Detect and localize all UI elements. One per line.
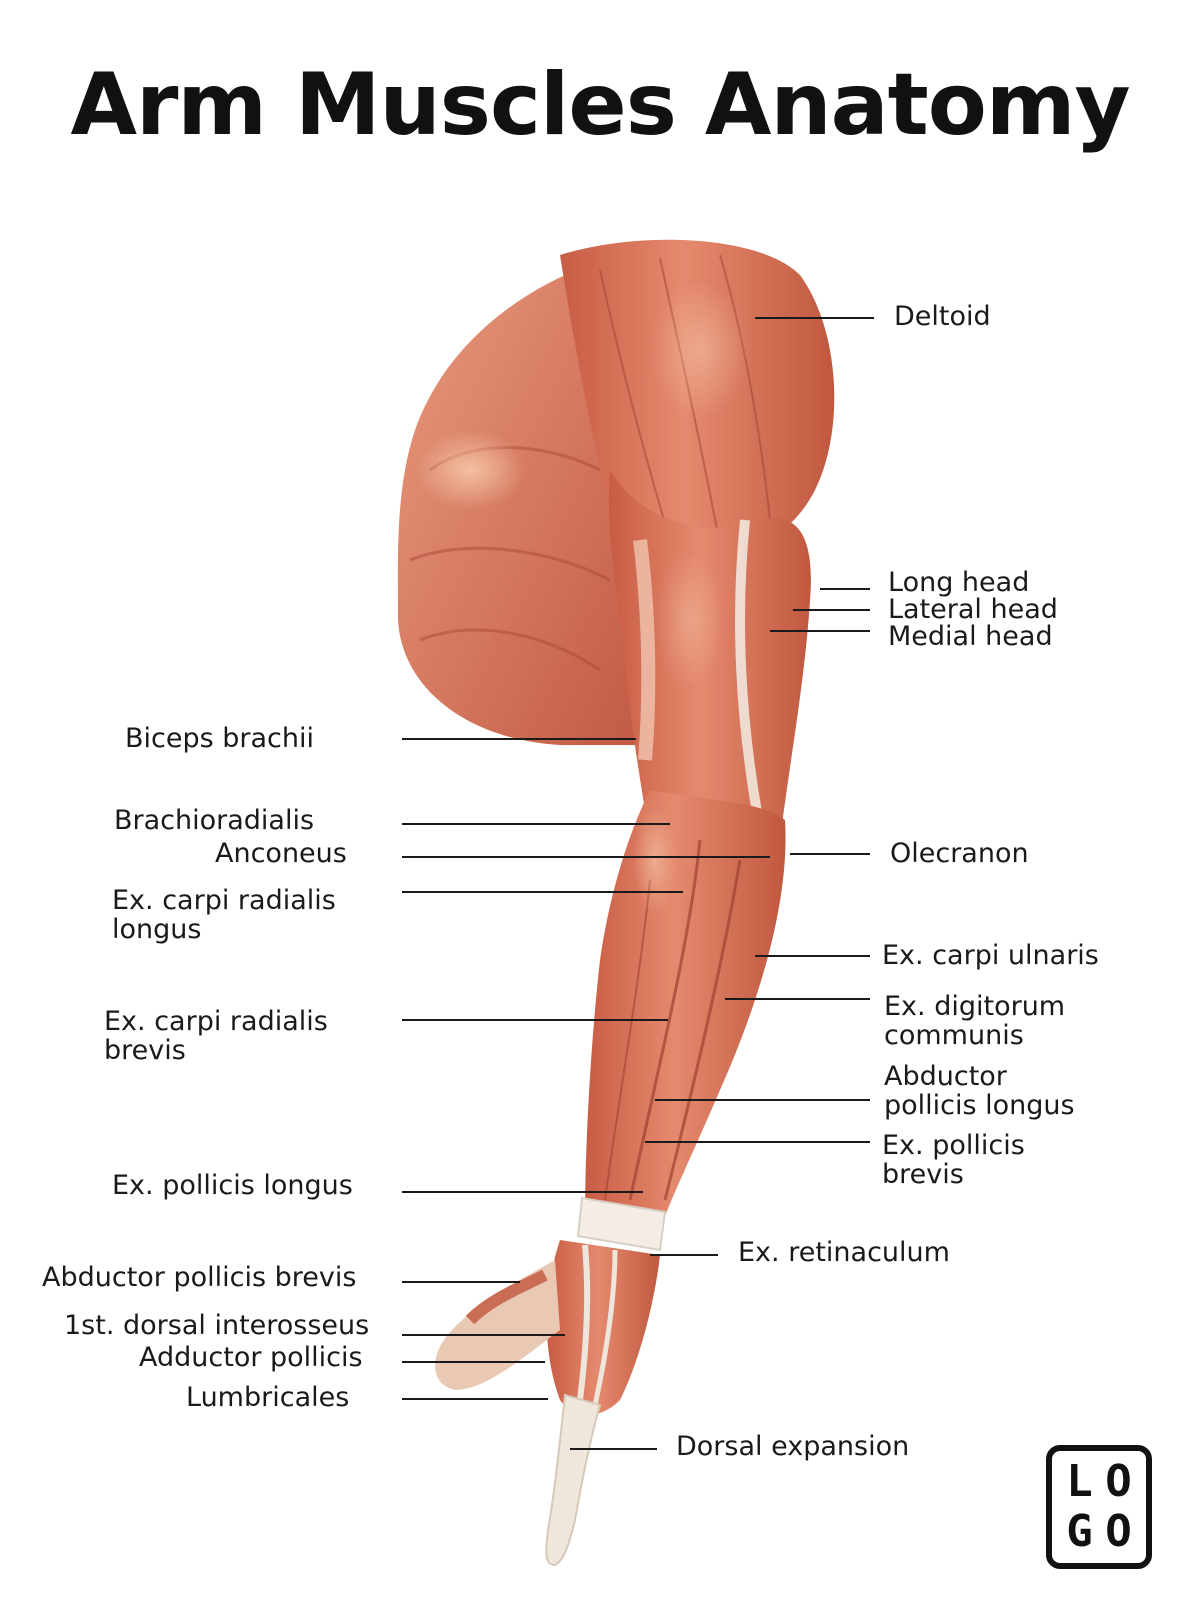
- label-ex-carpi-radialis-brevis: Ex. carpi radialis brevis: [104, 1007, 328, 1065]
- label-ex-digitorum-communis: Ex. digitorum communis: [884, 992, 1065, 1050]
- logo-letter: L: [1066, 1460, 1093, 1504]
- label-abductor-pollicis-brevis: Abductor pollicis brevis: [42, 1263, 356, 1292]
- label-ex-pollicis-longus: Ex. pollicis longus: [112, 1171, 353, 1200]
- label-biceps-brachii: Biceps brachii: [125, 724, 314, 753]
- label-anconeus: Anconeus: [215, 839, 347, 868]
- label-deltoid: Deltoid: [894, 302, 991, 331]
- label-ex-carpi-radialis-longus: Ex. carpi radialis longus: [112, 886, 336, 944]
- logo-letter: O: [1105, 1510, 1132, 1554]
- label-abductor-pollicis-longus: Abductor pollicis longus: [884, 1062, 1075, 1120]
- label-dorsal-expansion: Dorsal expansion: [676, 1432, 909, 1461]
- label-ex-carpi-ulnaris: Ex. carpi ulnaris: [882, 941, 1099, 970]
- label-first-dorsal-interosseus: 1st. dorsal interosseus: [64, 1311, 369, 1340]
- label-brachioradialis: Brachioradialis: [114, 806, 314, 835]
- label-medial-head: Medial head: [888, 622, 1053, 651]
- label-ex-pollicis-brevis: Ex. pollicis brevis: [882, 1131, 1025, 1189]
- label-ex-retinaculum: Ex. retinaculum: [738, 1238, 950, 1267]
- label-adductor-pollicis: Adductor pollicis: [139, 1343, 363, 1372]
- label-lateral-head: Lateral head: [888, 595, 1058, 624]
- logo: L O G O: [1046, 1445, 1152, 1569]
- label-long-head: Long head: [888, 568, 1029, 597]
- label-lumbricales: Lumbricales: [186, 1383, 349, 1412]
- label-olecranon: Olecranon: [890, 839, 1029, 868]
- logo-letter: G: [1066, 1510, 1093, 1554]
- logo-letter: O: [1105, 1460, 1132, 1504]
